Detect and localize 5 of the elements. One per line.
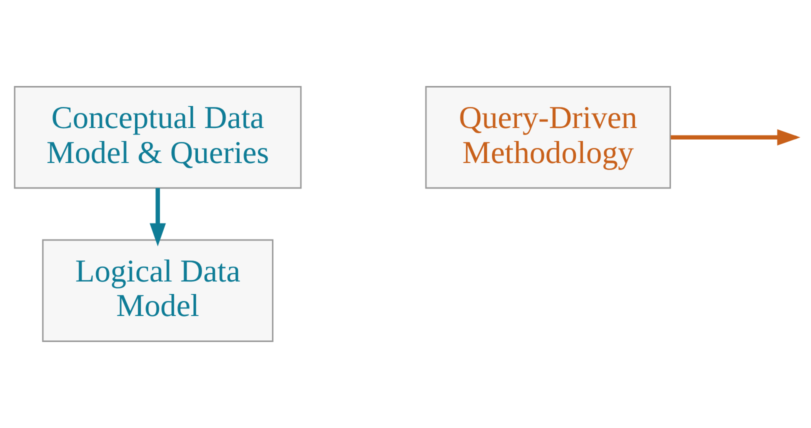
arrow bbox=[670, 129, 800, 146]
node-box: Logical Data Model bbox=[42, 239, 274, 342]
node-box: Conceptual Data Model & Queries bbox=[14, 86, 302, 189]
arrow bbox=[150, 188, 166, 246]
node-box: Query-Driven Methodology bbox=[425, 86, 671, 189]
